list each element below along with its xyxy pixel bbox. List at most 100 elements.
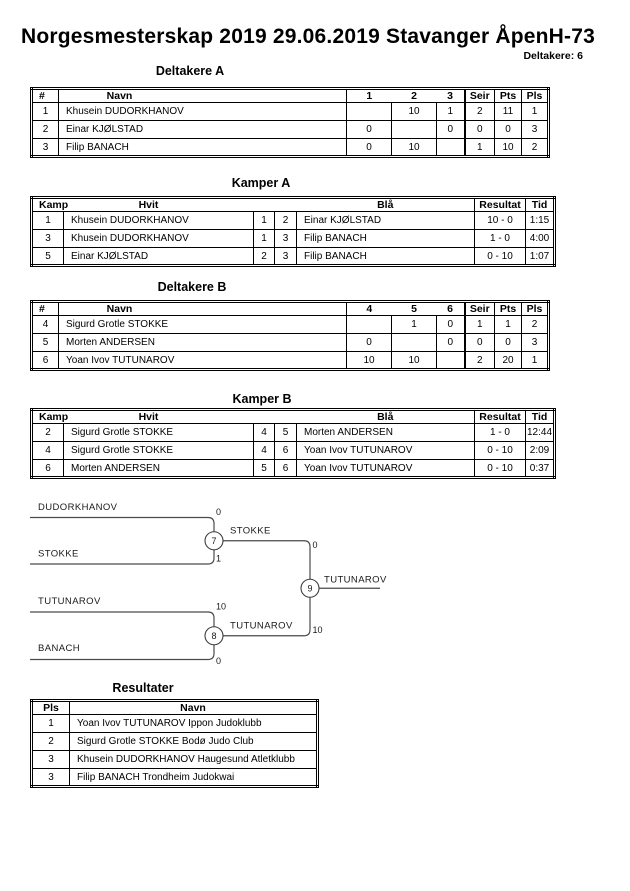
cell-seir: 0 — [463, 120, 495, 139]
cell-n1: 1 — [253, 229, 275, 248]
cell-num: 3 — [31, 138, 59, 157]
table-row: 5 Einar KJØLSTAD 2 3 Filip BANACH 0 - 10… — [31, 247, 555, 266]
cell-pls: 2 — [521, 138, 549, 157]
cell-seir: 1 — [463, 315, 495, 334]
cell-bla: Filip BANACH — [296, 247, 475, 266]
cell-resultat: 0 - 10 — [474, 459, 526, 478]
cell-kamp: 1 — [31, 211, 64, 230]
cell-bla: Morten ANDERSEN — [296, 423, 475, 442]
section-heading-kamper-b: Kamper B — [232, 392, 292, 406]
col-header-hvit: Hvit — [63, 197, 254, 212]
cell-score — [391, 120, 437, 139]
cell-hvit: Sigurd Grotle STOKKE — [63, 441, 254, 460]
bracket-label-winner8: TUTUNAROV — [230, 621, 293, 632]
cell-navn: Einar KJØLSTAD — [58, 120, 347, 139]
cell-num: 5 — [31, 333, 59, 352]
cell-pls: 1 — [31, 714, 70, 733]
cell-num: 1 — [31, 102, 59, 121]
table-row: 4 Sigurd Grotle STOKKE 4 6 Yoan Ivov TUT… — [31, 441, 555, 460]
col-header-navn: Navn — [69, 700, 318, 715]
col-header-opp4: 4 — [346, 301, 392, 316]
cell-score — [436, 351, 465, 370]
col-header-bla: Blå — [296, 409, 475, 424]
cell-kamp: 6 — [31, 459, 64, 478]
col-header-num: # — [31, 88, 59, 103]
bracket-score-p2: 1 — [216, 554, 221, 564]
cell-kamp: 4 — [31, 441, 64, 460]
cell-kamp: 3 — [31, 229, 64, 248]
cell-resultat: 0 - 10 — [474, 441, 526, 460]
cell-n2: 6 — [274, 441, 297, 460]
cell-pts: 0 — [494, 333, 522, 352]
match-number-9: 9 — [307, 583, 312, 593]
cell-tid: 0:37 — [525, 459, 555, 478]
cell-resultat: 10 - 0 — [474, 211, 526, 230]
table-row: 2 Einar KJØLSTAD 0 0 0 0 3 — [31, 120, 549, 139]
col-header-kamp: Kamp — [31, 409, 68, 424]
table-row: 3 Khusein DUDORKHANOV Haugesund Atletklu… — [31, 750, 318, 769]
cell-score: 0 — [346, 333, 392, 352]
cell-tid: 12:44 — [525, 423, 555, 442]
col-header-pls: Pls — [521, 301, 549, 316]
section-heading-resultater: Resultater — [112, 681, 174, 695]
cell-n2: 3 — [274, 229, 297, 248]
cell-score — [346, 315, 392, 334]
table-resultater: Pls Navn 1 Yoan Ivov TUTUNAROV Ippon Jud… — [30, 699, 319, 788]
col-header-resultat: Resultat — [474, 409, 526, 424]
cell-seir: 0 — [463, 333, 495, 352]
cell-n2: 6 — [274, 459, 297, 478]
cell-score — [391, 333, 437, 352]
page-title: Norgesmesterskap 2019 29.06.2019 Stavang… — [20, 25, 595, 48]
table-kamper-a: Kamp Hvit Blå Resultat Tid 1 Khusein DUD… — [30, 196, 556, 267]
cell-score: 1 — [391, 315, 437, 334]
table-row: 5 Morten ANDERSEN 0 0 0 0 3 — [31, 333, 549, 352]
section-heading-deltakere-a: Deltakere A — [155, 64, 225, 78]
col-header-num: # — [31, 301, 59, 316]
cell-score: 10 — [346, 351, 392, 370]
cell-score: 0 — [436, 333, 465, 352]
cell-score — [436, 138, 465, 157]
col-header-pls: Pls — [521, 88, 549, 103]
cell-navn: Yoan Ivov TUTUNAROV — [58, 351, 347, 370]
cell-navn: Yoan Ivov TUTUNAROV Ippon Judoklubb — [69, 714, 318, 733]
table-header-row: # Navn 1 2 3 Seir Pts Pls — [31, 88, 549, 103]
table-row: 3 Filip BANACH Trondheim Judokwai — [31, 768, 318, 787]
cell-navn: Sigurd Grotle STOKKE Bodø Judo Club — [69, 732, 318, 751]
col-header-tid: Tid — [525, 409, 555, 424]
table-header-row: Pls Navn — [31, 700, 318, 715]
bracket-label-p1: DUDORKHANOV — [38, 502, 118, 513]
cell-pls: 2 — [31, 732, 70, 751]
match-number-7: 7 — [211, 536, 216, 546]
cell-num: 2 — [31, 120, 59, 139]
cell-kamp: 2 — [31, 423, 64, 442]
cell-pts: 20 — [494, 351, 522, 370]
cell-num: 4 — [31, 315, 59, 334]
col-header-empty — [274, 197, 297, 212]
cell-seir: 1 — [463, 138, 495, 157]
table-row: 3 Khusein DUDORKHANOV 1 3 Filip BANACH 1… — [31, 229, 555, 248]
cell-pls: 3 — [31, 768, 70, 787]
table-kamper-b: Kamp Hvit Blå Resultat Tid 2 Sigurd Grot… — [30, 408, 556, 479]
bracket-label-winner9: TUTUNAROV — [324, 575, 387, 586]
section-heading-kamper-a: Kamper A — [231, 176, 291, 190]
cell-navn: Khusein DUDORKHANOV Haugesund Atletklubb — [69, 750, 318, 769]
cell-pls: 3 — [31, 750, 70, 769]
col-header-navn: Navn — [58, 301, 347, 316]
cell-navn: Morten ANDERSEN — [58, 333, 347, 352]
cell-n2: 5 — [274, 423, 297, 442]
table-row: 6 Yoan Ivov TUTUNAROV 10 10 2 20 1 — [31, 351, 549, 370]
col-header-tid: Tid — [525, 197, 555, 212]
cell-bla: Filip BANACH — [296, 229, 475, 248]
table-deltakere-b: # Navn 4 5 6 Seir Pts Pls 4 Sigurd Grotl… — [30, 300, 550, 371]
cell-navn: Filip BANACH Trondheim Judokwai — [69, 768, 318, 787]
table-row: 2 Sigurd Grotle STOKKE 4 5 Morten ANDERS… — [31, 423, 555, 442]
cell-n1: 4 — [253, 441, 275, 460]
cell-hvit: Sigurd Grotle STOKKE — [63, 423, 254, 442]
cell-pls: 1 — [521, 351, 549, 370]
col-header-opp3: 3 — [436, 88, 465, 103]
cell-score: 0 — [436, 120, 465, 139]
bracket-score-p1: 0 — [216, 507, 221, 517]
section-heading-deltakere-b: Deltakere B — [157, 280, 227, 294]
bracket-label-winner7: STOKKE — [230, 526, 271, 537]
